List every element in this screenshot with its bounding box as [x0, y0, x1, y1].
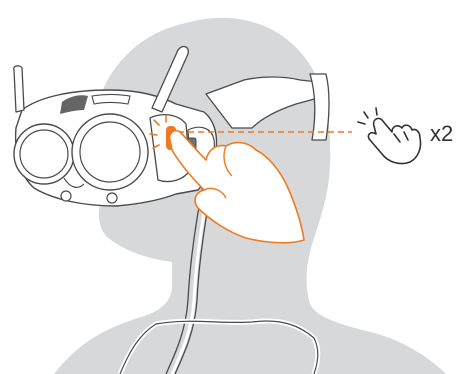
lens-right-inner	[80, 122, 140, 182]
press-count-label: x2	[430, 121, 453, 146]
antenna-left	[14, 66, 24, 112]
bottom-knob-left	[61, 191, 71, 201]
lens-left-inner	[20, 130, 68, 178]
tap-hand-icon	[358, 108, 421, 164]
bottom-knob-right	[107, 193, 117, 203]
